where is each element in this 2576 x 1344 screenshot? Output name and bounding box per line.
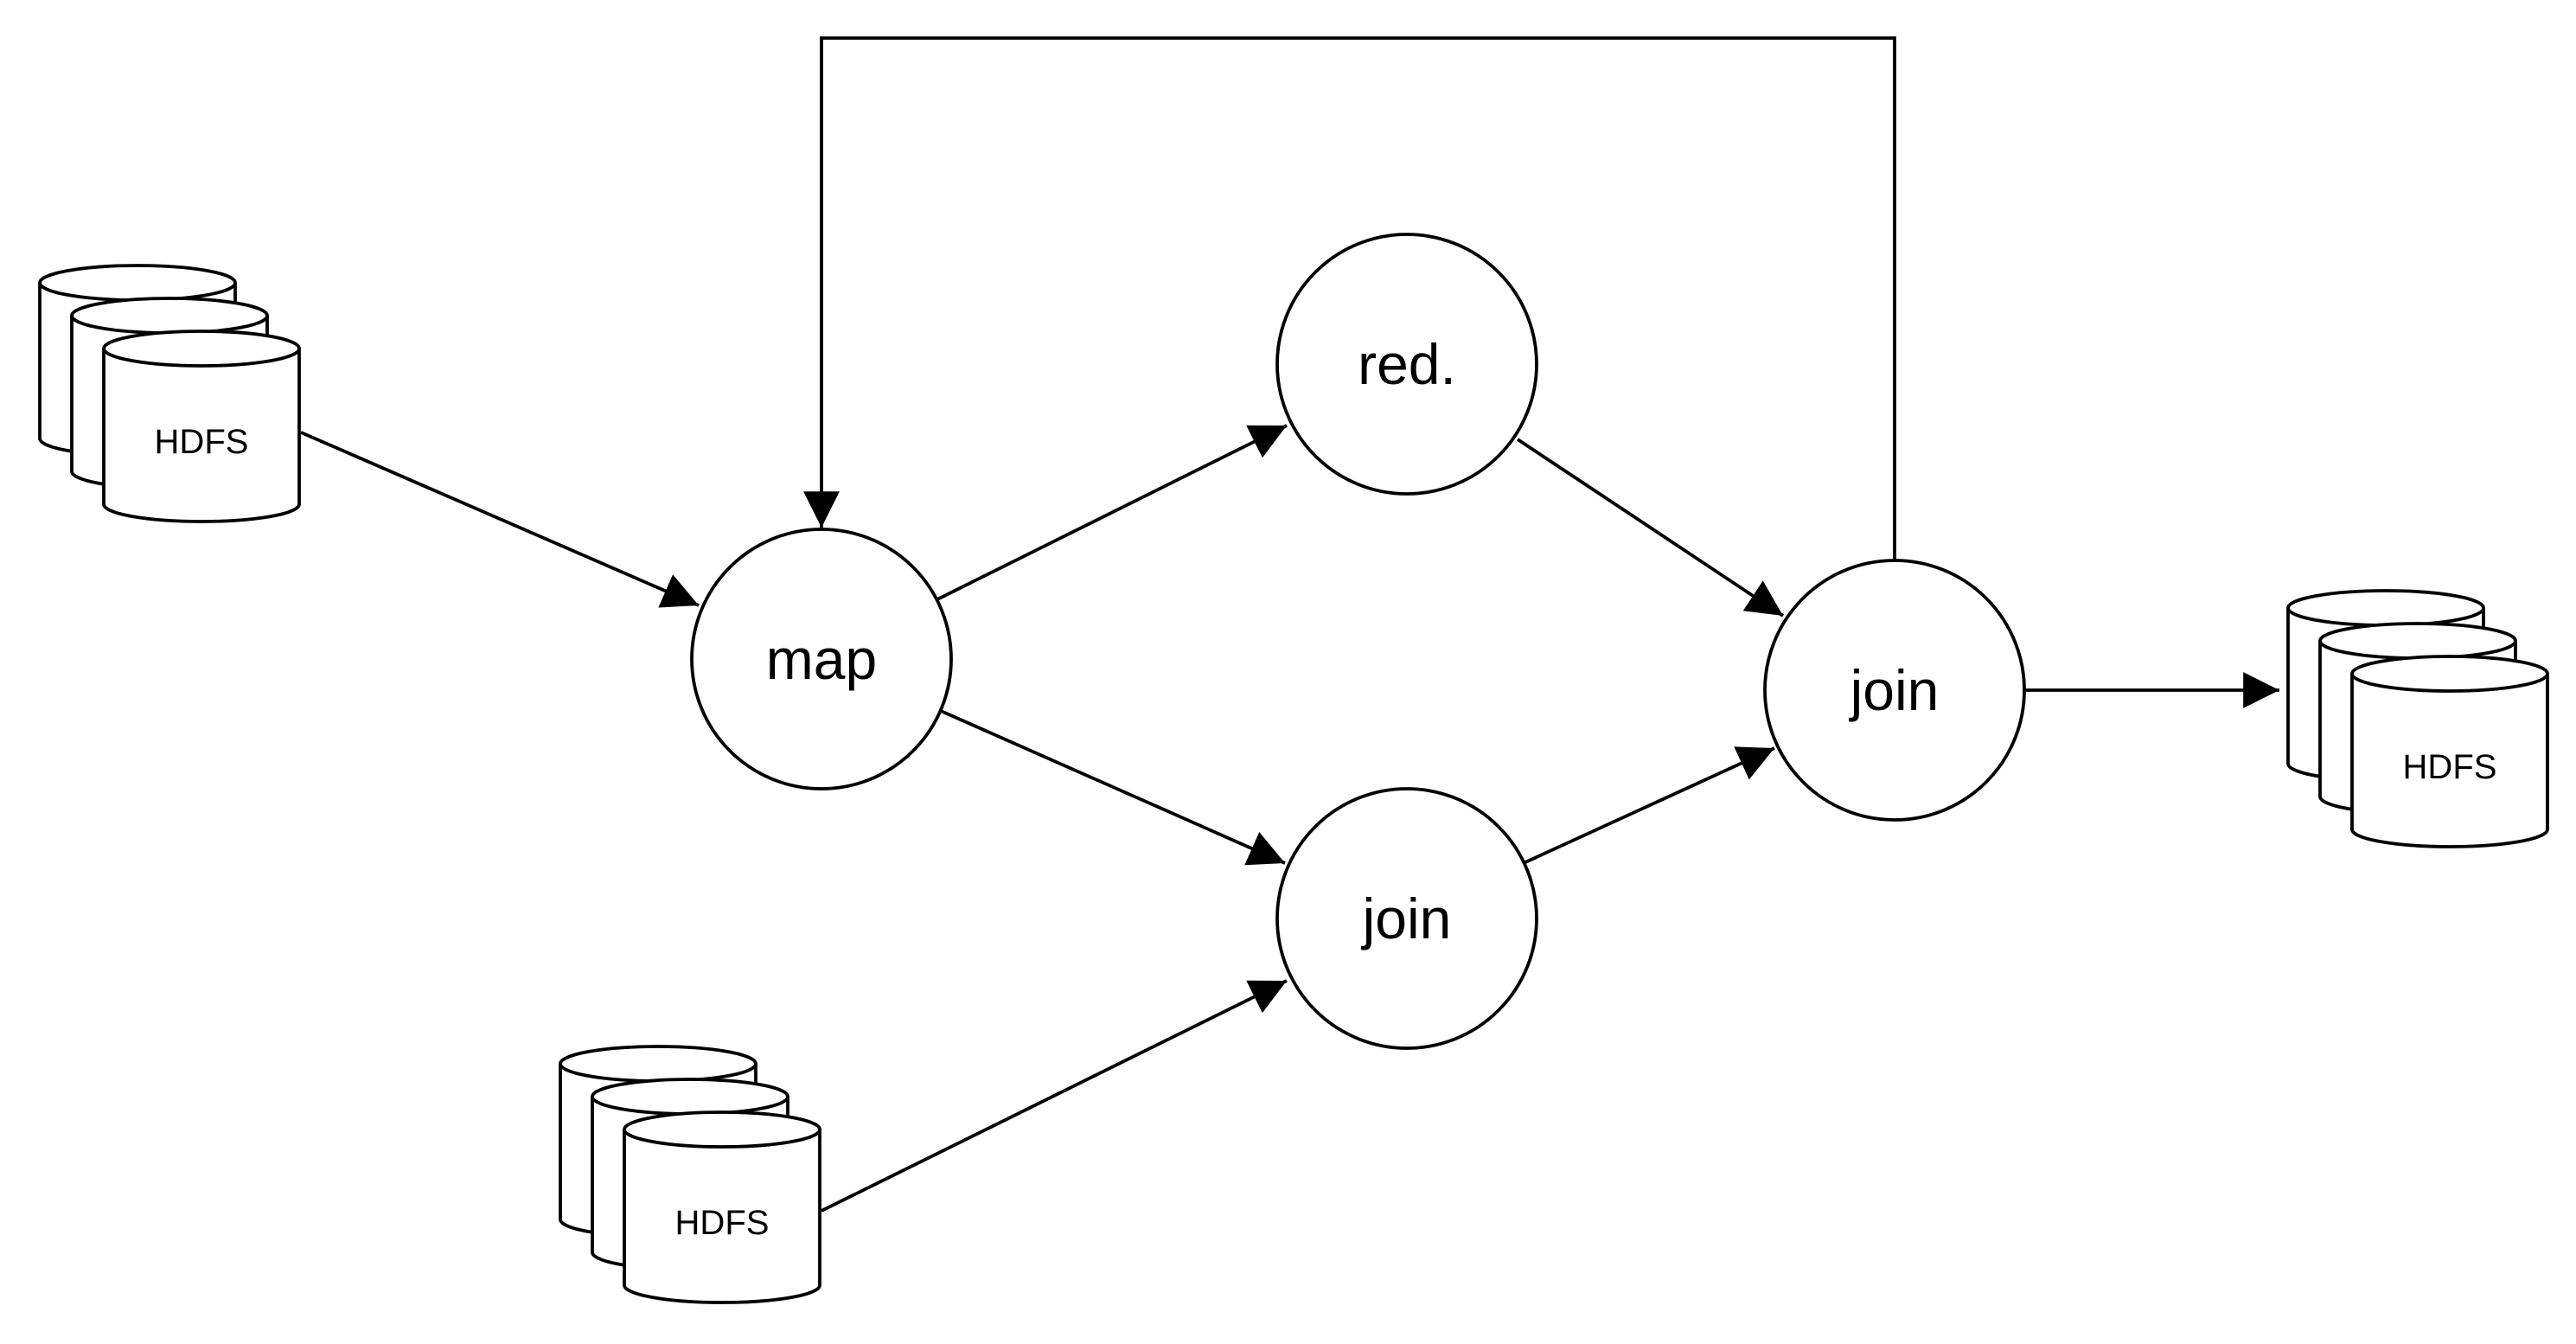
node-map[interactable]: map bbox=[690, 528, 953, 790]
edge-map-to-reduce bbox=[936, 424, 1288, 601]
edge-reduce-to-join-right bbox=[1516, 438, 1785, 618]
database-stack-icon bbox=[38, 264, 301, 523]
hdfs-store-input-bottom-label: HDFS bbox=[675, 1204, 770, 1242]
hdfs-store-output-label: HDFS bbox=[2403, 748, 2497, 786]
edge-join-right-feedback-to-map bbox=[803, 36, 1896, 560]
edge-input-bottom-to-join-mid bbox=[821, 979, 1288, 1213]
hdfs-store-input-top-label: HDFS bbox=[155, 423, 249, 461]
node-reduce[interactable]: red. bbox=[1275, 233, 1538, 496]
hdfs-store-input-bottom[interactable]: HDFS bbox=[559, 1045, 821, 1304]
hdfs-store-output[interactable]: HDFS bbox=[2286, 589, 2549, 848]
node-join-mid[interactable]: join bbox=[1275, 787, 1538, 1050]
node-join-right-label: join bbox=[1849, 658, 1940, 722]
database-stack-icon bbox=[559, 1045, 821, 1304]
node-join-right[interactable]: join bbox=[1763, 559, 2026, 822]
node-map-label: map bbox=[766, 627, 877, 691]
hdfs-store-input-top[interactable]: HDFS bbox=[38, 264, 301, 523]
database-stack-icon bbox=[2286, 589, 2549, 848]
edge-join-mid-to-join-right bbox=[1525, 746, 1775, 864]
edges bbox=[300, 36, 2279, 1213]
node-reduce-label: red. bbox=[1358, 332, 1456, 396]
edge-input-top-to-map bbox=[300, 431, 700, 608]
node-join-mid-label: join bbox=[1361, 886, 1452, 950]
edge-map-to-join-mid bbox=[940, 709, 1286, 866]
